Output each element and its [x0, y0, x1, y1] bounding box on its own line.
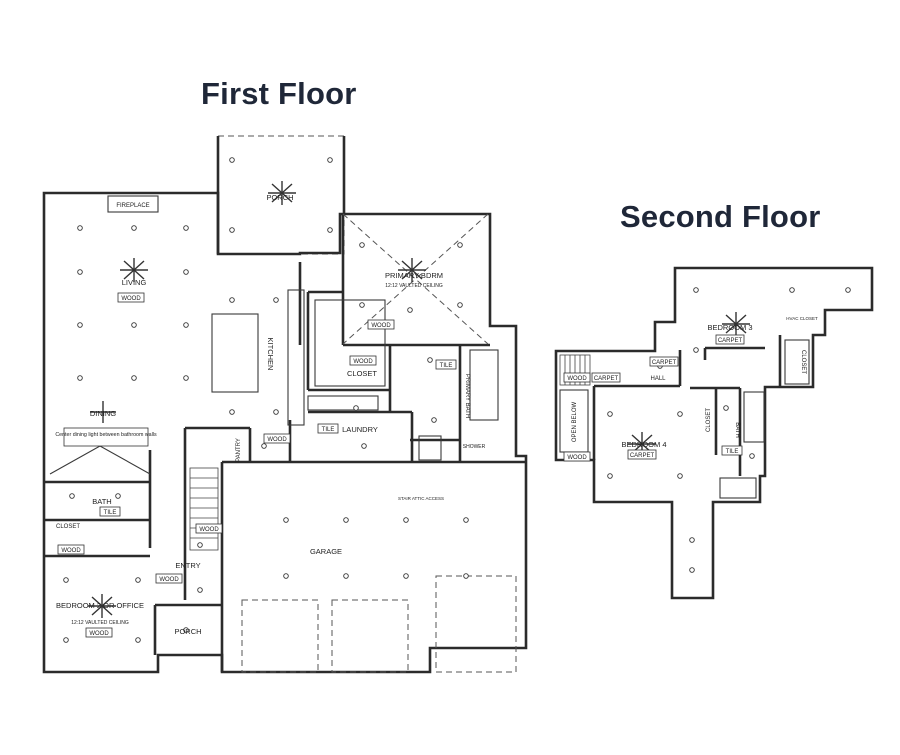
first-floor-plan: PORCH FIREPLACE LIVING DINING Center din…	[42, 135, 528, 674]
svg-text:WOOD: WOOD	[353, 359, 373, 365]
back-porch-label: PORCH	[266, 193, 293, 202]
svg-text:WOOD: WOOD	[567, 455, 587, 461]
closet-label: CLOSET	[347, 369, 377, 378]
first-floor-title: First Floor	[201, 76, 357, 111]
closet-shelving	[314, 299, 386, 387]
svg-text:WOOD: WOOD	[89, 631, 109, 637]
kitchen-label: KITCHEN	[266, 338, 275, 371]
fireplace-hearth	[107, 195, 159, 213]
bedroom4-label: BEDROOM 4	[621, 440, 666, 449]
open-below-label: OPEN BELOW	[572, 401, 578, 442]
shower-label: SHOWER	[463, 444, 486, 450]
garage-door-2	[331, 599, 409, 673]
svg-text:WOOD: WOOD	[159, 577, 179, 583]
svg-text:WOOD: WOOD	[199, 527, 219, 533]
floor-material-tags: WOOD WOOD WOOD TILE TILE WOOD TILE WOOD …	[57, 292, 457, 638]
svg-text:TILE: TILE	[322, 427, 335, 433]
garage-door-1	[241, 599, 319, 673]
svg-text:WOOD: WOOD	[371, 323, 391, 329]
hvac-label: HVAC CLOSET	[786, 316, 818, 321]
svg-text:TILE: TILE	[104, 510, 117, 516]
second-floor-plan: BEDROOM 3 BEDROOM 4 HALL BATH CLOSET CLO…	[554, 266, 874, 600]
svg-text:CARPET: CARPET	[718, 338, 743, 344]
bedroom3-label: BEDROOM 3	[707, 323, 752, 332]
svg-text:CARPET: CARPET	[652, 360, 677, 366]
entry-label: ENTRY	[175, 561, 200, 570]
ceiling-fan-icon	[268, 181, 296, 205]
svg-text:WOOD: WOOD	[61, 548, 81, 554]
svg-text:WOOD: WOOD	[121, 296, 141, 302]
pantry-label: PANTRY	[236, 438, 242, 462]
dining-note: Center dining light between bathroom wal…	[55, 432, 157, 438]
fireplace-label: FIREPLACE	[116, 203, 149, 209]
bath-label-2f: BATH	[734, 422, 740, 438]
closet-label-2f-b: CLOSET	[800, 350, 806, 374]
svg-text:TILE: TILE	[726, 449, 739, 455]
closet-small-label: CLOSET	[56, 524, 80, 530]
kitchen-counter	[287, 289, 305, 426]
second-floor-interior-walls	[592, 335, 782, 476]
kitchen-island	[211, 313, 259, 393]
bath-label: BATH	[92, 497, 111, 506]
laundry-label: LAUNDRY	[342, 425, 378, 434]
first-floor-interior-walls	[44, 214, 526, 672]
first-floor-stairs	[189, 467, 219, 551]
front-porch-label: PORCH	[174, 627, 201, 636]
second-floor-title: Second Floor	[620, 199, 821, 234]
second-floor-recessed-lights	[607, 287, 851, 573]
hall-label: HALL	[650, 376, 666, 382]
primary-bdrm-label: PRIMARY BDRM	[385, 271, 443, 280]
dining-label: DINING	[90, 409, 116, 418]
ceiling-fan-icon	[88, 594, 116, 618]
primary-bath-label: PRIMARY BATH	[464, 374, 470, 418]
recessed-lights	[63, 157, 469, 643]
primary-bdrm-ceiling: 12:12 VAULTED CEILING	[385, 283, 443, 289]
ceiling-fan-icon	[120, 258, 148, 282]
ceiling-fan-icon	[722, 312, 750, 336]
svg-text:CARPET: CARPET	[594, 376, 619, 382]
svg-text:WOOD: WOOD	[567, 376, 587, 382]
bedroom2-label: BEDROOM 2 OR OFFICE	[56, 601, 144, 610]
ceiling-fan-icon	[398, 258, 426, 282]
svg-text:CARPET: CARPET	[630, 453, 655, 459]
bedroom2-ceiling: 12:12 VAULTED CEILING	[71, 620, 129, 626]
second-floor-exterior-walls	[554, 266, 874, 600]
living-label: LIVING	[122, 278, 147, 287]
attic-access-label: STAIR ATTIC ACCESS	[398, 496, 444, 501]
svg-text:WOOD: WOOD	[267, 437, 287, 443]
closet-label-2f: CLOSET	[706, 408, 712, 432]
dining-light-icon	[90, 401, 116, 423]
first-floor-exterior-walls	[42, 191, 528, 674]
second-floor-tags: CARPET CARPET CARPET WOOD CARPET WOOD TI…	[563, 334, 745, 462]
garage-label: GARAGE	[310, 547, 342, 556]
svg-text:TILE: TILE	[440, 363, 453, 369]
garage-door-3	[435, 575, 517, 673]
